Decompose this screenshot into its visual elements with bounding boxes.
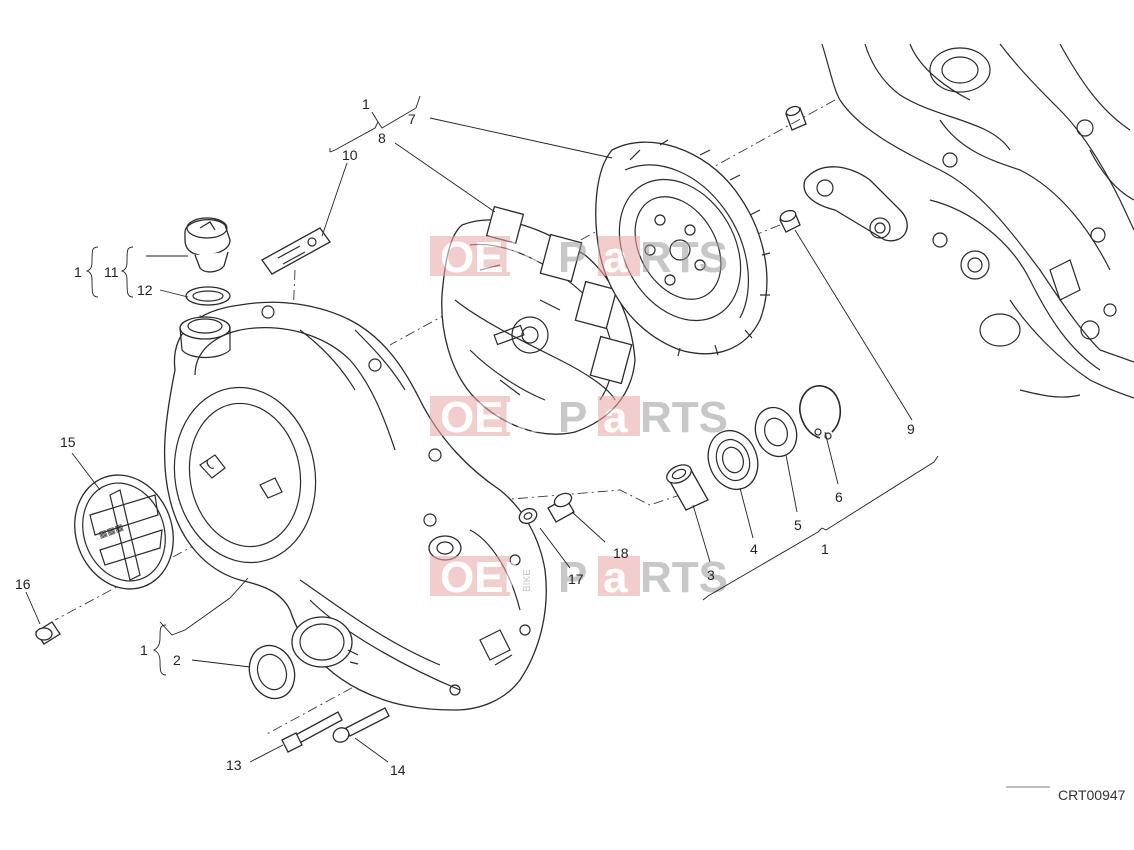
- callout-1-mid: 1: [140, 642, 148, 658]
- callout-7: 7: [408, 111, 416, 127]
- drawing-code: CRT00947: [1058, 787, 1126, 803]
- label-plate: [261, 227, 331, 275]
- callout-11: 11: [104, 264, 119, 280]
- callout-4: 4: [750, 541, 758, 557]
- watermark-p-1: P: [558, 233, 587, 282]
- bearing-4: [707, 429, 759, 491]
- callout-16: 16: [15, 576, 31, 592]
- leader-lines: [25, 95, 1050, 788]
- callout-labels: 1 7 8 10 1 11 12 15 16 1 2 13 14 17 18 3…: [15, 96, 915, 778]
- o-ring-12: [185, 286, 231, 306]
- clutch-cover: [163, 301, 547, 711]
- callout-5: 5: [794, 517, 802, 533]
- watermark-row-1: OEM P a RTS: [430, 233, 728, 282]
- callout-1-top: 1: [362, 96, 370, 112]
- washer-17: [518, 507, 538, 525]
- callout-14: 14: [390, 762, 406, 778]
- oil-seal-2: [248, 644, 296, 700]
- callout-6: 6: [835, 489, 843, 505]
- watermark-a-3: a: [603, 553, 628, 602]
- watermark-rts-2: RTS: [640, 393, 728, 442]
- watermark-oem-1: OEM: [440, 233, 540, 282]
- watermark-p-3: P: [558, 553, 587, 602]
- callout-2: 2: [173, 652, 181, 668]
- callout-18: 18: [613, 545, 629, 561]
- watermark: OEM P a RTS OEM P a RTS OEM BIKE P a RTS: [430, 233, 728, 602]
- watermark-rts-1: RTS: [640, 233, 728, 282]
- stud-13: [281, 711, 343, 753]
- callout-15: 15: [60, 434, 76, 450]
- bolt-9: [779, 209, 801, 233]
- oil-filler-cap: [184, 217, 231, 273]
- watermark-bike-3: BIKE: [522, 569, 533, 592]
- watermark-a-2: a: [603, 393, 628, 442]
- screw-18: [547, 492, 575, 523]
- callout-12: 12: [137, 282, 153, 298]
- watermark-row-2: OEM P a RTS: [430, 393, 728, 442]
- callout-13: 13: [226, 757, 242, 773]
- callout-1-bottom: 1: [821, 541, 829, 557]
- inspection-cover: ▦▦▦: [74, 474, 174, 590]
- callout-10: 10: [342, 147, 358, 163]
- watermark-a-1: a: [603, 233, 628, 282]
- callout-17: 17: [568, 571, 584, 587]
- bolt-14: [332, 707, 390, 743]
- callout-1-left: 1: [74, 264, 82, 280]
- screw-16: [35, 621, 61, 645]
- watermark-oem-2: OEM: [440, 393, 540, 442]
- bushing-3: [666, 464, 709, 511]
- watermark-rts-3: RTS: [640, 553, 728, 602]
- watermark-p-2: P: [558, 393, 587, 442]
- crankcase-housing: [785, 43, 1134, 399]
- callout-3: 3: [707, 567, 715, 583]
- watermark-oem-3: OEM: [440, 553, 540, 602]
- circlip-6: [799, 385, 841, 440]
- watermark-row-3: OEM BIKE P a RTS: [430, 553, 728, 602]
- callout-8: 8: [378, 130, 386, 146]
- callout-9: 9: [907, 421, 915, 437]
- washer-5: [754, 406, 798, 458]
